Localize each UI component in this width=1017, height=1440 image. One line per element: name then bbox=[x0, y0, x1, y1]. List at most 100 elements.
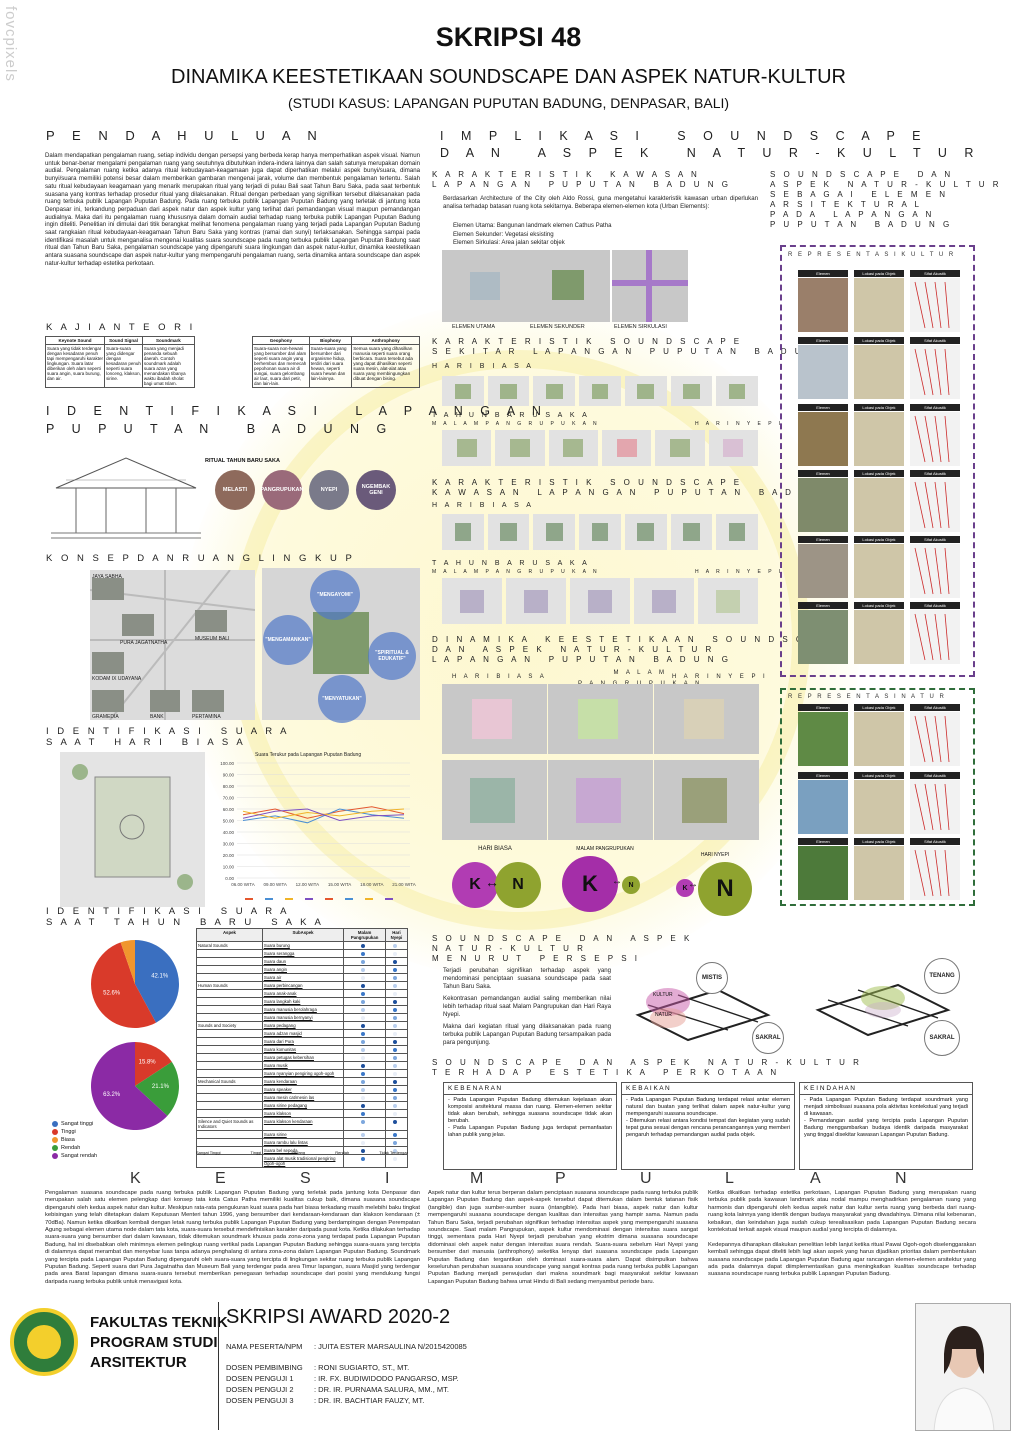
ritual-ngembak-geni: NGEMBAK GENI bbox=[356, 470, 396, 510]
kn-label-pangrupukan: MALAM PANGRUPUKAN bbox=[576, 846, 634, 852]
representation-header: Lokasi pada Objek bbox=[854, 602, 904, 609]
subaspect-cell: Suara manusia bernyanyi bbox=[261, 1013, 345, 1022]
estetika-column: K E B A I K A N- Pada Lapangan Puputan B… bbox=[621, 1082, 795, 1170]
acoustic-lines bbox=[914, 415, 950, 463]
level-cell bbox=[384, 1077, 409, 1086]
representation-header: Sifat Akustik bbox=[910, 270, 960, 277]
pie-chart-pangrupukan: 42.1%52.6% bbox=[91, 940, 180, 1028]
level-cell bbox=[343, 1101, 386, 1110]
y-tick-label: 0.00 bbox=[225, 876, 234, 881]
representation-header: Lokasi pada Objek bbox=[854, 772, 904, 779]
representation-header: Sifat Akustik bbox=[910, 337, 960, 344]
table-row: Suara anak-anak bbox=[196, 989, 409, 998]
kajian-cell: Suara-suara yang bersumber dari organism… bbox=[308, 344, 353, 388]
label-sakral-2: SAKRAL bbox=[924, 1020, 960, 1056]
strip-field bbox=[652, 589, 676, 613]
representation-cell: Lokasi pada Objek bbox=[854, 602, 904, 664]
representation-cell: Elemen bbox=[798, 602, 848, 664]
subaspect-cell: Suara alat musik tradisional pengiring O… bbox=[261, 1154, 345, 1168]
level-dot bbox=[392, 1119, 397, 1124]
footer-value: : DR. IR. PURNAMA SALURA, MM., MT. bbox=[314, 1385, 450, 1394]
footer-value: : RONI SUGIARTO, ST., MT. bbox=[314, 1363, 410, 1372]
subaspect-cell: Suara nyanyian pengiring ogoh-ogoh bbox=[261, 1069, 345, 1078]
subaspect-cell: Suara dari Pura bbox=[261, 1037, 345, 1046]
section-suara-tahun-baru-saka: I D E N T I F I K A S I S U A R A S A A … bbox=[46, 906, 324, 928]
line-chart-container: Suara Terukur pada Lapangan Puputan Badu… bbox=[205, 752, 420, 912]
table-row: Suara musik bbox=[196, 1061, 409, 1070]
level-cell bbox=[343, 981, 386, 990]
footer-info-row: DOSEN PENGUJI 1: IR. FX. BUDIWIDODO PANG… bbox=[226, 1374, 459, 1383]
table-legend-item: Sedang bbox=[291, 1150, 306, 1155]
footer-value: : IR. FX. BUDIWIDODO PANGARSO, MSP. bbox=[314, 1374, 459, 1383]
persepsi-point: Makna dari kegiatan ritual yang dilaksan… bbox=[443, 1023, 611, 1046]
y-tick-label: 30.00 bbox=[223, 842, 235, 847]
acoustic-lines bbox=[914, 613, 950, 661]
line-chart-title: Suara Terukur pada Lapangan Puputan Badu… bbox=[255, 752, 362, 758]
persepsi-point: Kekontrasan pemandangan audial saling me… bbox=[443, 995, 611, 1018]
level-dot bbox=[361, 1087, 366, 1092]
legend-swatch bbox=[52, 1120, 58, 1127]
aspect-cell: Natural Sounds bbox=[196, 941, 263, 950]
level-dot bbox=[361, 1156, 366, 1161]
estetika-head: K E B A I K A N bbox=[622, 1083, 794, 1095]
level-cell bbox=[384, 1117, 409, 1131]
table-row: Suara komunitas bbox=[196, 1045, 409, 1054]
level-cell bbox=[384, 941, 409, 950]
level-cell bbox=[384, 1021, 409, 1030]
aspect-cell bbox=[196, 1138, 263, 1147]
representation-cell: Lokasi pada Objek bbox=[854, 536, 904, 598]
level-cell bbox=[343, 1021, 386, 1030]
subaspect-cell: Suara pedagang bbox=[261, 1021, 345, 1030]
representation-cell: Sifat Akustik bbox=[910, 536, 960, 598]
strip-field bbox=[545, 383, 563, 399]
elemen-item: Elemen Sirkulasi: Area jalan sekitar obj… bbox=[453, 239, 565, 246]
representation-cell: Elemen bbox=[798, 772, 848, 834]
strip-field bbox=[591, 523, 609, 541]
section-pendahuluan: P E N D A H U L U A N bbox=[46, 128, 324, 143]
aspect-cell bbox=[196, 1130, 263, 1139]
dinamika-map-pangrupukan-bottom bbox=[548, 760, 653, 840]
strip-map-thumbnail bbox=[442, 514, 484, 550]
kajian-cell: Suara yang tidak terdengar dengan kesada… bbox=[44, 344, 106, 388]
representation-cell: Elemen bbox=[798, 838, 848, 900]
series-line bbox=[242, 808, 405, 822]
representation-cell: Sifat Akustik bbox=[910, 602, 960, 664]
level-cell bbox=[384, 1130, 409, 1139]
level-dot bbox=[361, 1071, 366, 1076]
level-dot bbox=[361, 1140, 366, 1145]
strip-field bbox=[545, 523, 563, 541]
persepsi-points: Terjadi perubahan signifikan terhadap as… bbox=[443, 967, 611, 1047]
level-dot bbox=[361, 943, 366, 948]
x-tick-label: 09.00 WITA bbox=[263, 882, 286, 887]
level-cell bbox=[343, 1045, 386, 1054]
kesimpulan-col-2: Aspek natur dan kultur terus berperan da… bbox=[428, 1190, 698, 1285]
pie-slice bbox=[135, 1042, 172, 1086]
level-cell bbox=[384, 1045, 409, 1054]
pie-slice bbox=[120, 940, 135, 984]
sound-table-header: Hari Nyepi bbox=[384, 928, 409, 942]
subaspect-cell: Suara burung bbox=[261, 941, 345, 950]
strip-field bbox=[460, 589, 484, 613]
kajian-head: Keynote Sound bbox=[44, 336, 106, 345]
k-circle-hari-biasa: K bbox=[452, 862, 498, 908]
pie-slice bbox=[135, 940, 180, 1023]
representation-header: Lokasi pada Objek bbox=[854, 470, 904, 477]
kesimpulan-letter: U bbox=[640, 1170, 652, 1187]
level-dot bbox=[392, 959, 397, 964]
strip-field bbox=[454, 383, 472, 399]
strip-map-thumbnail bbox=[634, 578, 694, 624]
n-circle-hari-biasa: N bbox=[495, 862, 541, 908]
label-elemen-sekunder: ELEMEN SEKUNDER bbox=[530, 324, 585, 330]
level-dot bbox=[361, 967, 366, 972]
section-karakteristik-kawasan: K A R A K T E R I S T I K K A W A S A N … bbox=[432, 170, 731, 189]
level-dot bbox=[392, 1007, 397, 1012]
representation-cell: Sifat Akustik bbox=[910, 470, 960, 532]
subaspect-cell: Suara air bbox=[261, 973, 345, 982]
section-implikasi: I M P L I K A S I S O U N D S C A P E D … bbox=[440, 129, 981, 160]
footer-label: DOSEN PENGUJI 3 bbox=[226, 1396, 294, 1405]
aspect-cell bbox=[196, 949, 263, 958]
